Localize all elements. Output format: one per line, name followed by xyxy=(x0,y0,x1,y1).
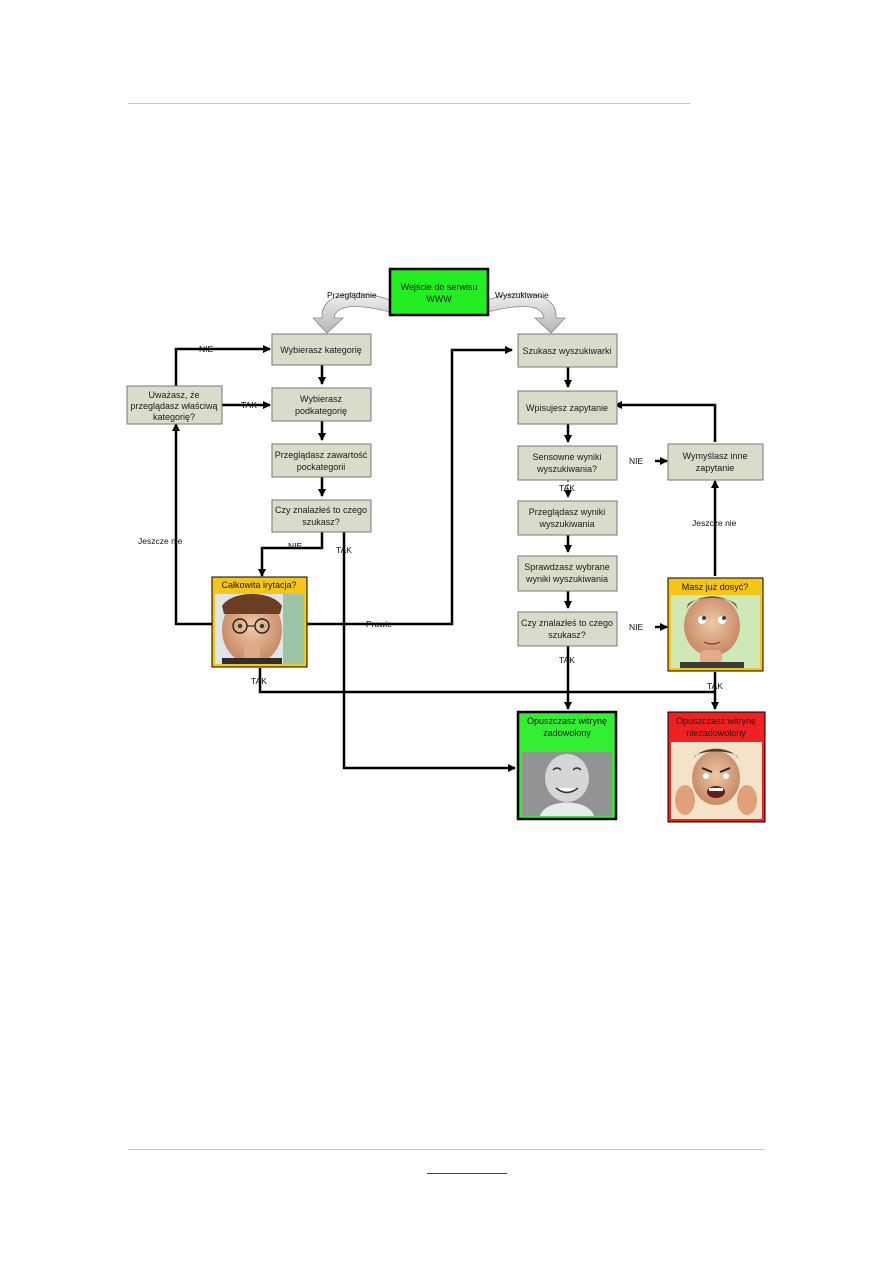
node-total-irritation: Całkowita irytacja? xyxy=(211,576,308,668)
node-enter-query: Wpisujesz zapytanie xyxy=(517,390,618,425)
node-had-enough: Masz już dosyć? xyxy=(667,577,764,672)
label-wyszukiwanie: Wyszukiwanie xyxy=(495,290,549,300)
node-choose-subcategory: Wybierasz podkategorię xyxy=(271,387,372,422)
label-jeszcze-nie-left: Jeszcze nie xyxy=(138,536,183,546)
svg-text:wyszukiwania?: wyszukiwania? xyxy=(536,464,597,474)
svg-text:przeglądasz właściwą: przeglądasz właściwą xyxy=(130,401,217,411)
node-new-query: Wymyślasz inne zapytanie xyxy=(667,443,764,481)
svg-text:Opuszczasz witrynę: Opuszczasz witrynę xyxy=(676,716,756,726)
label-tak-sensible: TAK xyxy=(559,483,575,493)
svg-text:Szukasz wyszukiwarki: Szukasz wyszukiwarki xyxy=(522,346,611,356)
start-node: Wejście do serwisu WWW xyxy=(388,267,490,317)
node-browse-subcategory: Przeglądasz zawartość pockategorii xyxy=(271,443,372,478)
svg-text:Wpisujesz zapytanie: Wpisujesz zapytanie xyxy=(526,403,608,413)
irritated-face-photo xyxy=(215,594,304,664)
svg-text:Czy znalazłeś to czego: Czy znalazłeś to czego xyxy=(521,618,613,628)
footer-link[interactable] xyxy=(427,1162,507,1174)
svg-text:Wymyślasz inne: Wymyślasz inne xyxy=(683,451,748,461)
svg-text:zadowolony: zadowolony xyxy=(543,728,591,738)
svg-text:niezadowolony: niezadowolony xyxy=(686,728,746,738)
svg-text:zapytanie: zapytanie xyxy=(696,463,735,473)
svg-text:Wybierasz: Wybierasz xyxy=(300,394,342,404)
svg-text:pockategorii: pockategorii xyxy=(297,462,346,472)
node-right-category: Uważasz, że przeglądasz właściwą kategor… xyxy=(126,385,223,425)
svg-text:szukasz?: szukasz? xyxy=(548,630,586,640)
node-exit-satisfied: Opuszczasz witrynę zadowolony xyxy=(516,710,618,821)
node-exit-unsatisfied: Opuszczasz witrynę niezadowolony xyxy=(667,711,766,823)
label-nie-found-right: NIE xyxy=(629,622,644,632)
label-tak-found-right: TAK xyxy=(559,655,575,665)
svg-text:szukasz?: szukasz? xyxy=(302,517,340,527)
node-check-results: Sprawdzasz wybrane wyniki wyszukiwania xyxy=(517,555,618,592)
curved-arrow-left xyxy=(312,293,391,334)
svg-text:Przeglądasz wyniki: Przeglądasz wyniki xyxy=(529,507,606,517)
angry-face-photo xyxy=(671,742,762,819)
svg-text:Masz już dosyć?: Masz już dosyć? xyxy=(682,582,749,592)
node-browse-results: Przeglądasz wyniki wyszukiwania xyxy=(517,500,618,536)
label-jeszcze-nie-right: Jeszcze nie xyxy=(692,518,737,528)
label-tak-category: TAK xyxy=(241,400,257,410)
footer-rule xyxy=(128,1149,765,1150)
svg-text:kategorię?: kategorię? xyxy=(153,412,195,422)
happy-elder-photo xyxy=(522,752,612,816)
svg-text:Przeglądasz zawartość: Przeglądasz zawartość xyxy=(275,450,368,460)
node-found-right: Czy znalazłeś to czego szukasz? xyxy=(517,611,618,647)
svg-text:wyniki wyszukiwania: wyniki wyszukiwania xyxy=(525,574,608,584)
svg-text:Uważasz, że: Uważasz, że xyxy=(148,390,199,400)
label-nie-found-left: NIE xyxy=(288,541,303,551)
curved-arrow-right xyxy=(487,293,566,334)
svg-text:Sprawdzasz wybrane: Sprawdzasz wybrane xyxy=(524,562,610,572)
node-choose-category: Wybierasz kategorię xyxy=(271,333,372,366)
node-sensible-results: Sensowne wyniki wyszukiwania? xyxy=(517,445,618,481)
node-find-search: Szukasz wyszukiwarki xyxy=(517,333,618,368)
svg-text:Opuszczasz witrynę: Opuszczasz witrynę xyxy=(527,716,607,726)
svg-text:wyszukiwania: wyszukiwania xyxy=(538,519,594,529)
node-found-left: Czy znalazłeś to czego szukasz? xyxy=(271,499,372,533)
svg-text:podkategorię: podkategorię xyxy=(295,406,347,416)
label-nie-sensible: NIE xyxy=(629,456,644,466)
start-line-2: WWW xyxy=(426,294,452,304)
label-nie-top: NIE xyxy=(199,344,214,354)
thinking-face-photo xyxy=(671,595,760,668)
header-rule xyxy=(128,103,690,104)
label-tak-enough: TAK xyxy=(707,681,723,691)
label-przegladanie: Przeglądanie xyxy=(327,290,377,300)
label-tak-irritation: TAK xyxy=(251,676,267,686)
svg-text:Czy znalazłeś to czego: Czy znalazłeś to czego xyxy=(275,505,367,515)
svg-text:Sensowne wyniki: Sensowne wyniki xyxy=(532,452,601,462)
start-line-1: Wejście do serwisu xyxy=(401,282,478,292)
label-prawie: Prawie xyxy=(366,619,392,629)
svg-text:Wybierasz kategorię: Wybierasz kategorię xyxy=(280,345,361,355)
label-tak-found-left: TAK xyxy=(336,545,352,555)
svg-text:Całkowita irytacja?: Całkowita irytacja? xyxy=(221,580,296,590)
